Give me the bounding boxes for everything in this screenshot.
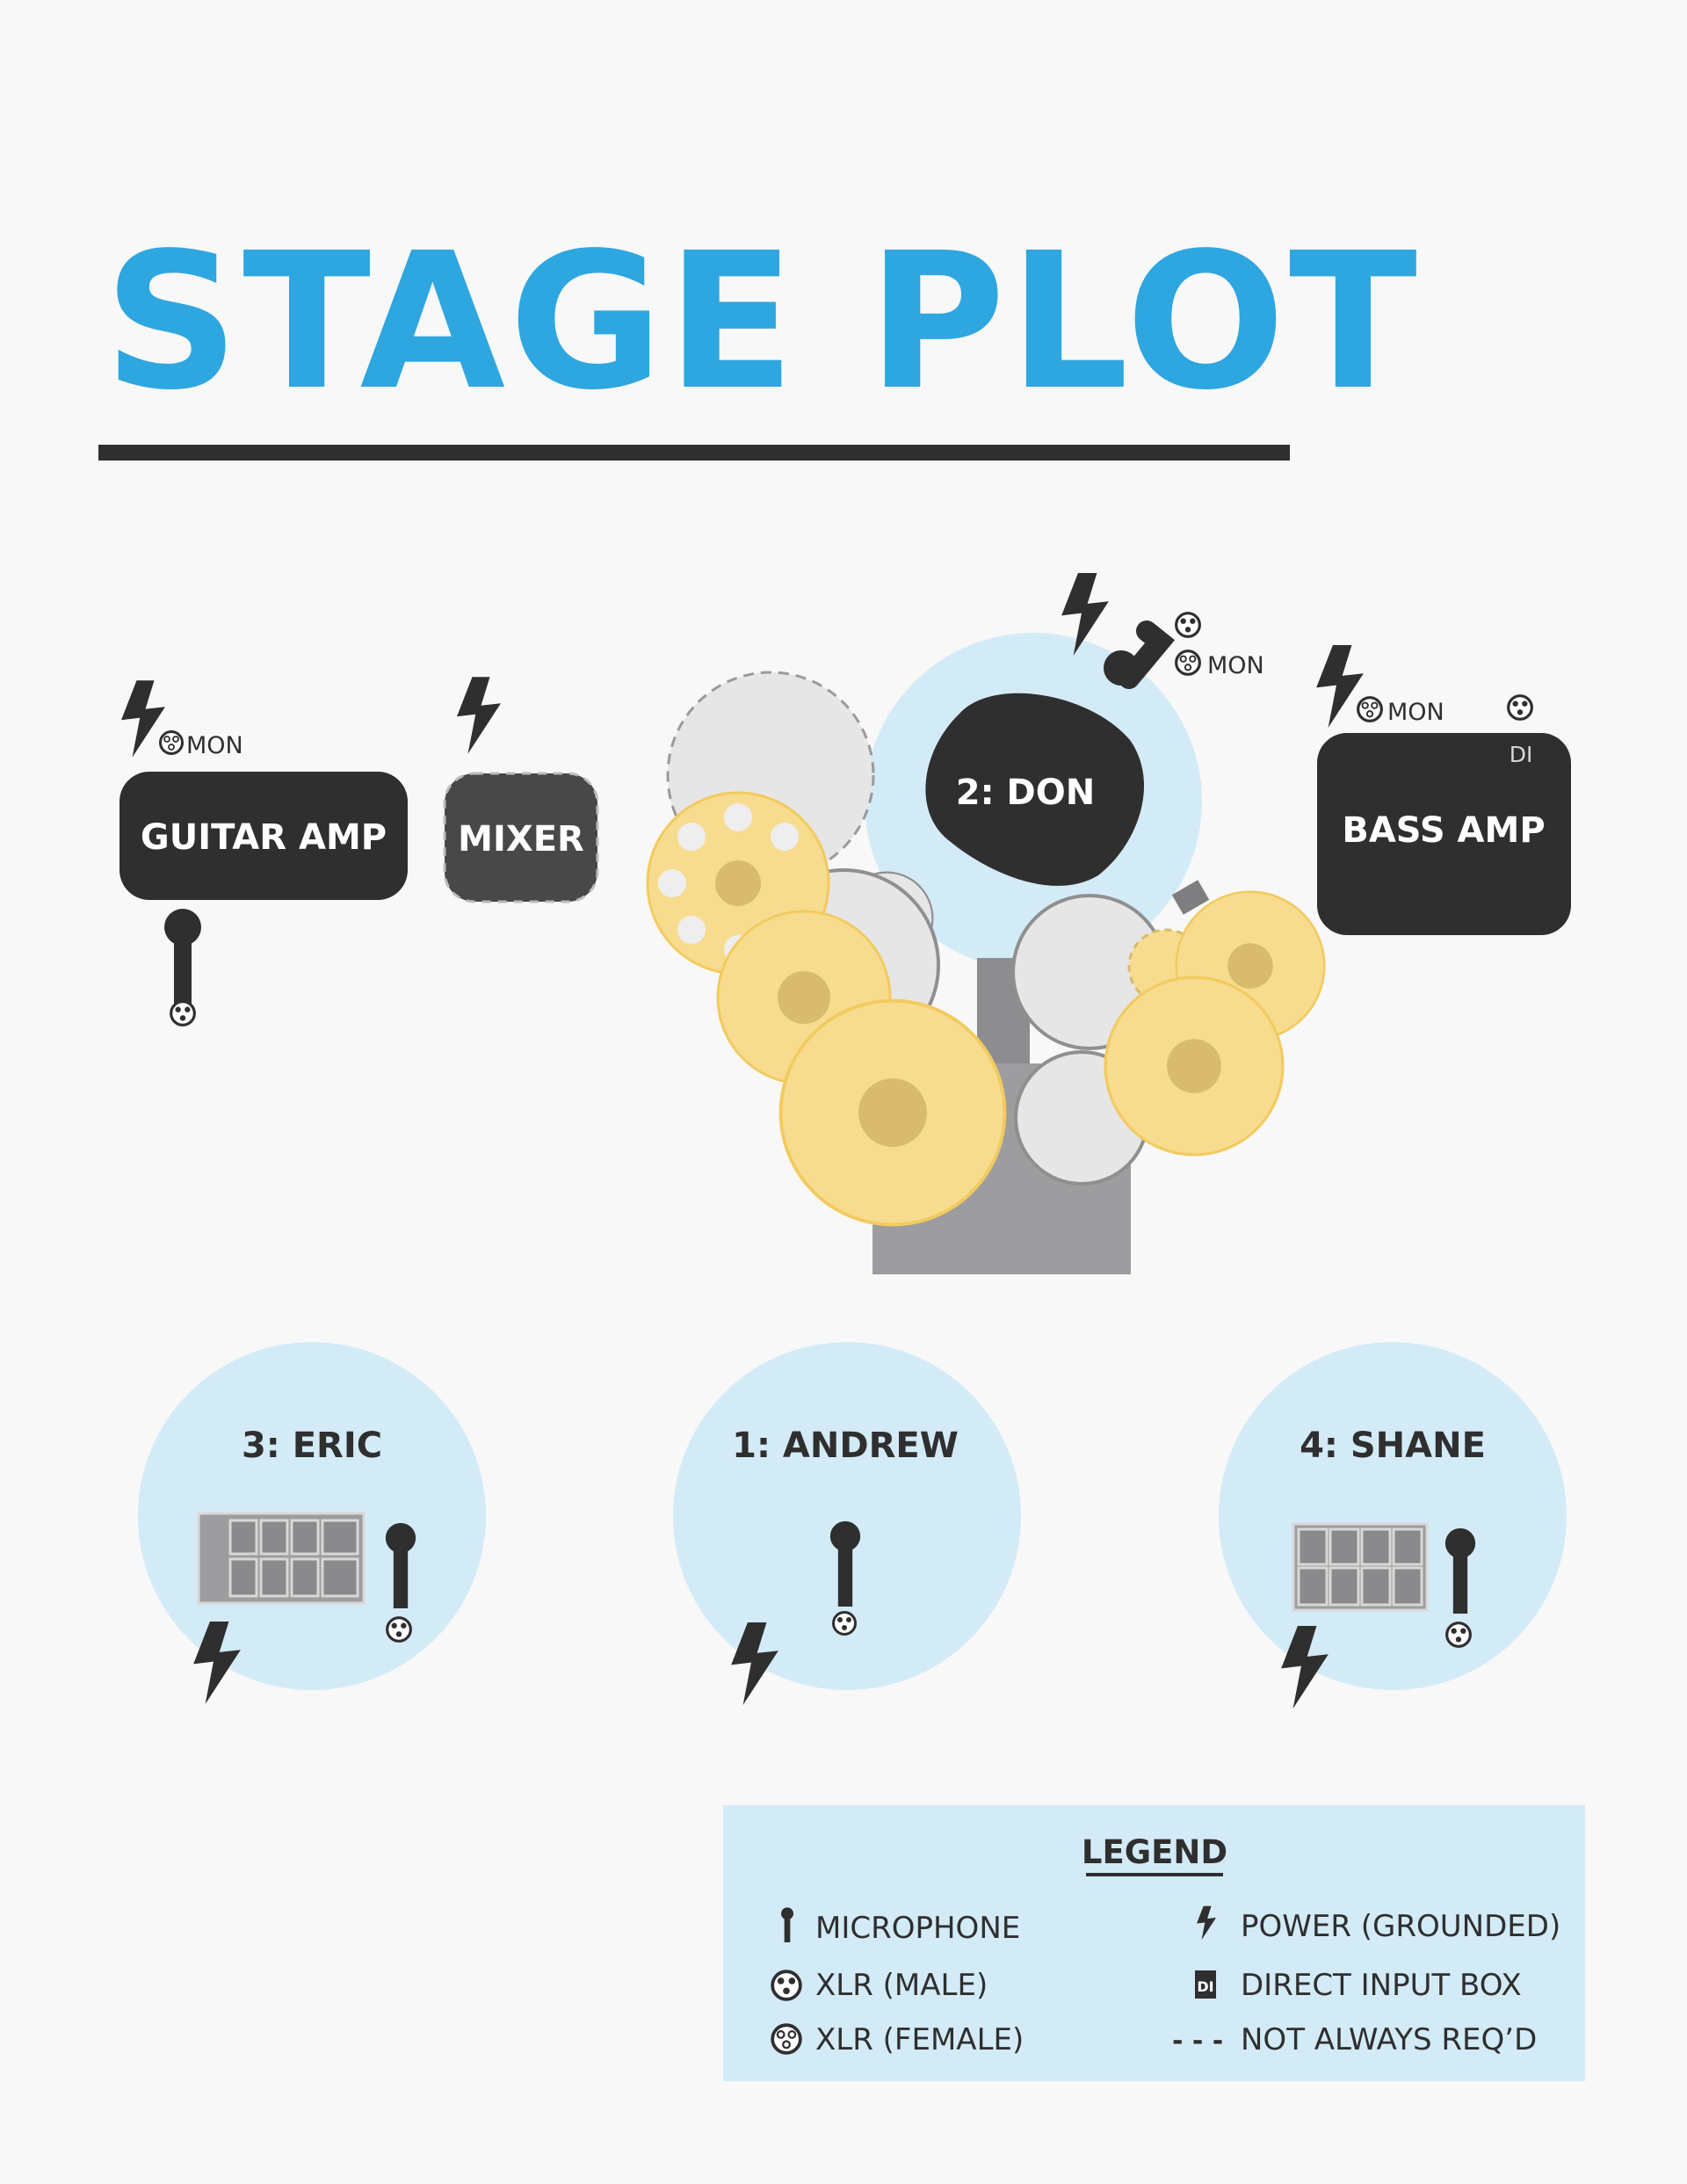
drummer-label: 2: DON [956,773,1095,813]
xlr-female-icon [1175,649,1201,676]
legend-xlr-female: XLR (FEMALE) [815,2022,1024,2057]
shane-label: 4: SHANE [1300,1426,1486,1466]
title-underline [98,445,1290,461]
guitar-amp [119,772,408,900]
legend-title: LEGEND [1082,1833,1227,1871]
andrew-area [673,1342,1021,1690]
andrew-label: 1: ANDREW [732,1426,959,1466]
drum-kit: MON 2: DON [646,573,1326,1274]
eric-position: 3: ERIC [138,1342,486,1704]
power-icon [457,677,501,754]
guitar-amp-mon-label: MON [186,732,243,759]
di-label: DI [1510,742,1533,767]
xlr-female-icon [159,730,184,755]
legend-not-required: NOT ALWAYS REQ’D [1241,2022,1537,2057]
xlr-female-icon [1357,696,1383,722]
eric-label: 3: ERIC [242,1426,382,1466]
bass-amp-label: BASS AMP [1342,810,1545,851]
power-icon [1316,645,1364,728]
microphone-icon [1104,650,1139,686]
di-icon [1195,1970,1216,1999]
drummer-position [925,693,1145,886]
bass-amp-group: MON DI BASS AMP [1316,645,1571,935]
legend-box [723,1805,1585,2081]
mixer [443,772,599,903]
andrew-position: 1: ANDREW [673,1342,1021,1705]
legend-title-underline [1086,1873,1223,1876]
xlr-female-icon [771,2023,802,2055]
dashes-icon: - - - [1172,2026,1223,2057]
guitar-amp-label: GUITAR AMP [141,817,387,858]
cymbal-stand [1171,880,1210,915]
mixer-label: MIXER [458,819,584,860]
xlr-male-icon [386,1616,412,1643]
xlr-male-icon [1175,612,1201,638]
xlr-male-icon [170,1000,196,1027]
legend-xlr-male: XLR (MALE) [815,1968,988,2003]
xlr-male-icon [771,1970,802,2001]
xlr-male-icon [832,1611,857,1636]
crash-cymbal-left [778,998,1007,1227]
guitar-amp-group: MON GUITAR AMP [119,680,408,1027]
drummer-mon-label: MON [1207,652,1264,679]
keyboard-pad [1292,1522,1429,1612]
xlr-male-icon [1507,694,1533,721]
keyboard-pad [197,1512,366,1605]
bass-amp [1317,733,1571,935]
xlr-male-icon [1445,1622,1472,1648]
legend-power: POWER (GROUNDED) [1241,1909,1560,1944]
mixer-group: MIXER [443,677,599,903]
legend: LEGEND MICROPHONE XLR (MALE) XLR (FEMALE… [723,1805,1585,2081]
power-icon [121,680,165,758]
bass-amp-mon-label: MON [1387,699,1444,726]
drummer-mic [1119,620,1176,689]
page-title: STAGE PLOT [104,213,1421,432]
shane-position: 4: SHANE [1219,1342,1567,1709]
legend-di-icon-label: DI [1197,1978,1213,1995]
microphone-icon [164,909,201,1013]
crash-cymbal-right [1104,976,1285,1157]
shane-area [1219,1342,1567,1690]
legend-di: DIRECT INPUT BOX [1241,1968,1522,2003]
legend-microphone: MICROPHONE [815,1911,1020,1946]
